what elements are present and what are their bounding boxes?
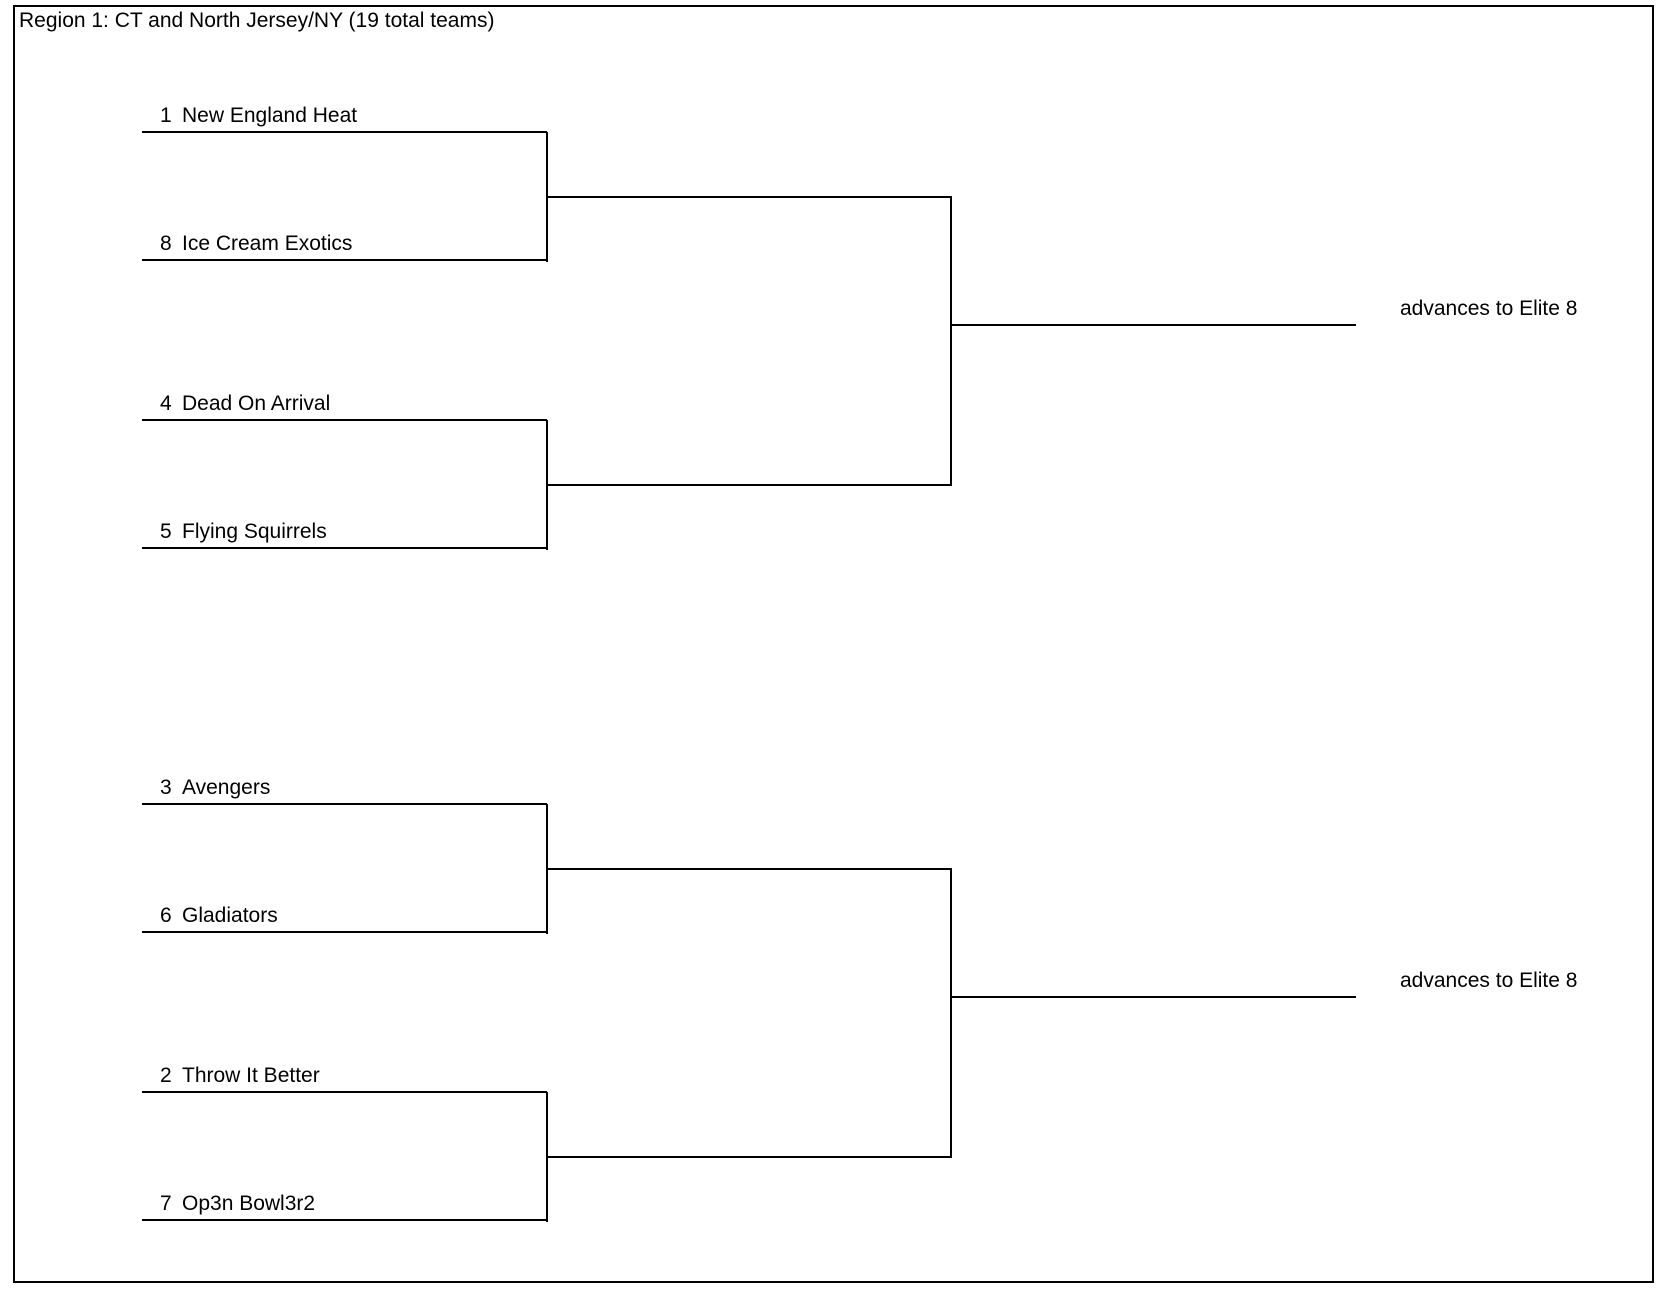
final-slot-2 — [950, 996, 1356, 998]
team-slot-5: 3 Avengers — [142, 775, 547, 805]
team-slot-1: 1 New England Heat — [142, 103, 547, 133]
team-seed: 6 — [160, 904, 172, 927]
team-slot-3: 4 Dead On Arrival — [142, 391, 547, 421]
advances-label-2: advances to Elite 8 — [1400, 969, 1578, 992]
team-slot-2: 8 Ice Cream Exotics — [142, 231, 547, 261]
team-name: New England Heat — [182, 104, 358, 127]
team-seed: 2 — [160, 1064, 172, 1087]
round2-connector-2 — [950, 868, 952, 1158]
round2-slot-2 — [546, 484, 952, 486]
final-slot-1 — [950, 324, 1356, 326]
team-name: Flying Squirrels — [182, 520, 327, 543]
team-seed: 7 — [160, 1192, 172, 1215]
team-seed: 4 — [160, 392, 172, 415]
team-slot-6: 6 Gladiators — [142, 903, 547, 933]
region-title: Region 1: CT and North Jersey/NY (19 tot… — [19, 9, 495, 32]
team-name: Gladiators — [182, 904, 278, 927]
team-slot-8: 7 Op3n Bowl3r2 — [142, 1191, 547, 1221]
round2-slot-1 — [546, 196, 952, 198]
round2-slot-3 — [546, 868, 952, 870]
team-name: Throw It Better — [182, 1064, 320, 1087]
team-name: Avengers — [182, 776, 271, 799]
team-seed: 1 — [160, 104, 172, 127]
team-slot-4: 5 Flying Squirrels — [142, 519, 547, 549]
round2-connector-1 — [950, 196, 952, 486]
team-name: Op3n Bowl3r2 — [182, 1192, 316, 1215]
team-name: Ice Cream Exotics — [182, 232, 353, 255]
team-seed: 8 — [160, 232, 172, 255]
bracket-frame — [13, 5, 1654, 1283]
team-slot-7: 2 Throw It Better — [142, 1063, 547, 1093]
team-seed: 5 — [160, 520, 172, 543]
advances-label-1: advances to Elite 8 — [1400, 297, 1578, 320]
team-seed: 3 — [160, 776, 172, 799]
round2-slot-4 — [546, 1156, 952, 1158]
team-name: Dead On Arrival — [182, 392, 331, 415]
